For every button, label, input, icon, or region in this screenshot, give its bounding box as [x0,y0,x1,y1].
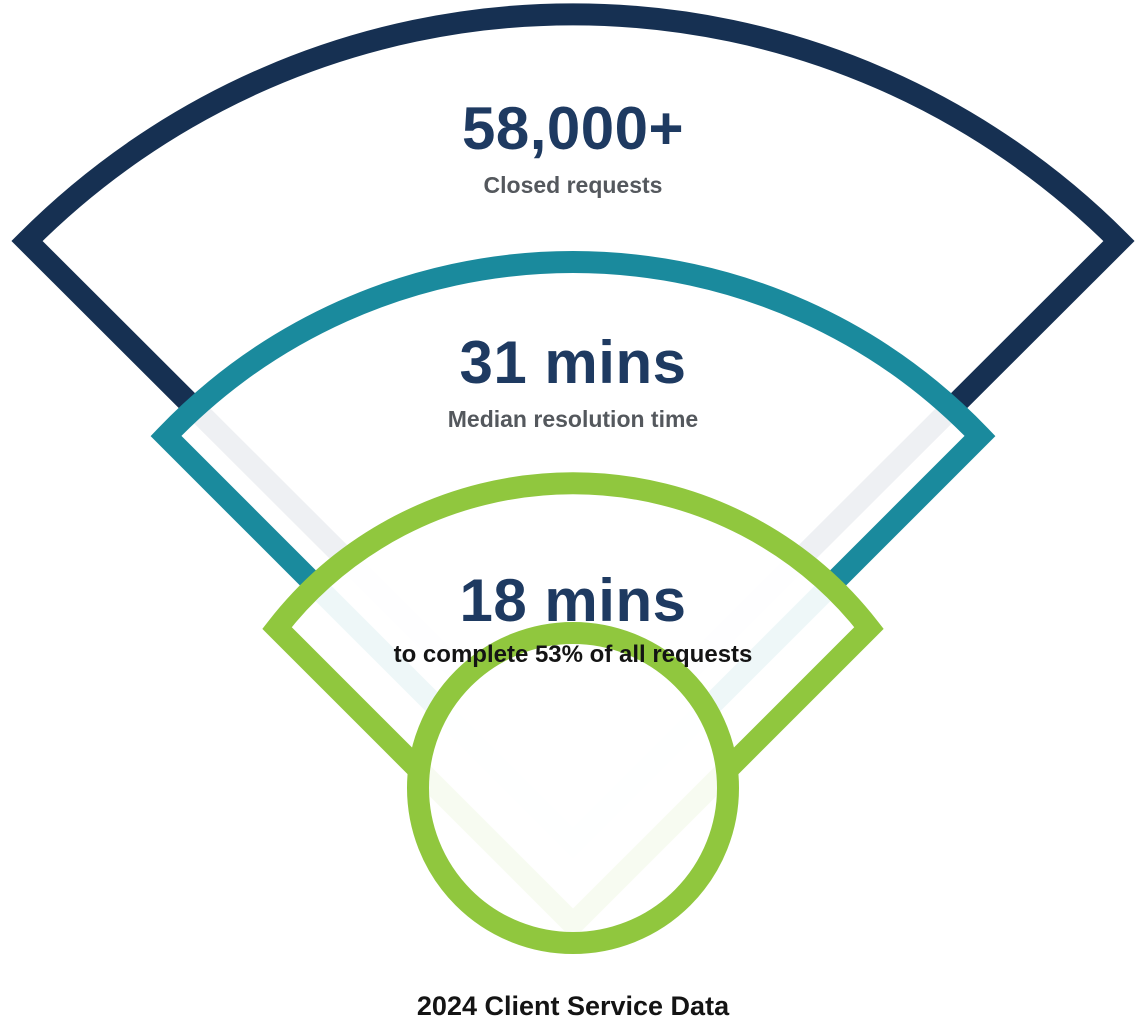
stage1-label: Closed requests [483,172,663,198]
stage3-stat: 18 mins to complete 53% of all requests [0,570,1146,669]
stage3-label: to complete 53% of all requests [393,641,753,668]
stage1-stat: 58,000+ Closed requests [0,98,1146,199]
stage2-stat: 31 mins Median resolution time [0,332,1146,433]
funnel-spout-circle [407,622,739,954]
stage3-value: 18 mins [459,567,687,634]
stage2-label: Median resolution time [447,406,699,432]
chart-caption: 2024 Client Service Data [416,991,730,1021]
stage2-value: 31 mins [459,329,687,396]
stage1-value: 58,000+ [461,95,685,162]
